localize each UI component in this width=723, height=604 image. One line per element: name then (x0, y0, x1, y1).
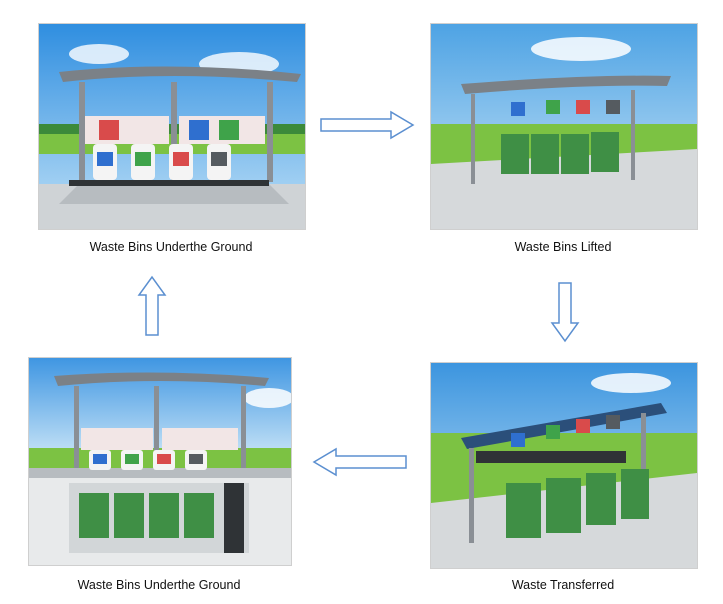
scene-waste-transferred (431, 363, 697, 568)
panel-bins-underground-bottom (28, 357, 292, 566)
arrow-down-icon (550, 282, 580, 343)
panel-bins-underground-top (38, 23, 306, 230)
caption-step-4: Waste Bins Underthe Ground (77, 578, 241, 592)
caption-step-1: Waste Bins Underthe Ground (89, 240, 253, 254)
arrow-up-icon (137, 275, 167, 336)
arrow-left-icon (312, 447, 407, 477)
arrow-right-icon (320, 110, 415, 140)
panel-bins-lifted (430, 23, 698, 230)
scene-shelter-closed (39, 24, 305, 229)
panel-waste-transferred (430, 362, 698, 569)
scene-underground-cutaway (29, 358, 291, 565)
scene-bins-lifted (431, 24, 697, 229)
caption-step-2: Waste Bins Lifted (514, 240, 612, 254)
caption-step-3: Waste Transferred (511, 578, 615, 592)
